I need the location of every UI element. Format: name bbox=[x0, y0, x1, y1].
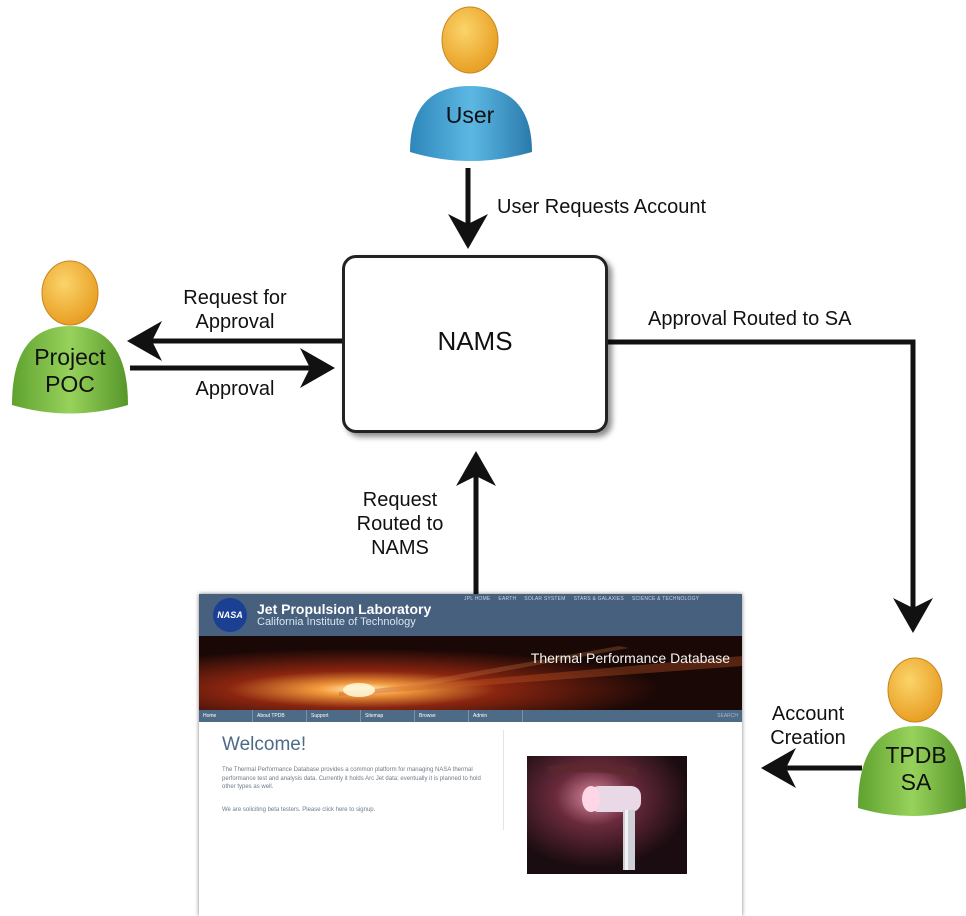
top-link-jpl-home[interactable]: JPL HOME bbox=[464, 596, 491, 602]
nav-support[interactable]: Support bbox=[307, 710, 361, 722]
tpdb-sa-actor-figure bbox=[858, 657, 966, 816]
flow-label-user-requests: User Requests Account bbox=[497, 196, 706, 218]
tpdb-sa-label: TPDB SA bbox=[866, 742, 966, 796]
banner-arcjet-image bbox=[199, 636, 742, 710]
site-org-subtitle: California Institute of Technology bbox=[257, 616, 416, 628]
nav-about-tpdb[interactable]: About TPDB bbox=[253, 710, 307, 722]
site-navbar: Home About TPDB Support Sitemap Browse A… bbox=[199, 710, 742, 722]
flow-label-request-routed: Request Routed to NAMS bbox=[340, 488, 460, 560]
flow-label-request-routed-line2: Routed to bbox=[356, 513, 444, 535]
flow-label-approval: Approval bbox=[195, 378, 275, 400]
top-link-earth[interactable]: EARTH bbox=[498, 596, 517, 602]
site-banner-title: Thermal Performance Database bbox=[530, 650, 730, 666]
top-link-stars-galaxies[interactable]: STARS & GALAXIES bbox=[573, 596, 624, 602]
user-body bbox=[410, 86, 532, 161]
tpdb-sa-label-line1: TPDB bbox=[885, 742, 947, 768]
tpdb-sa-label-line2: SA bbox=[900, 769, 932, 795]
nav-home[interactable]: Home bbox=[199, 710, 253, 722]
flow-label-account-creation: Account Creation bbox=[750, 702, 866, 750]
poc-head bbox=[41, 260, 99, 326]
site-banner: Thermal Performance Database bbox=[199, 636, 742, 710]
project-poc-label-line2: POC bbox=[45, 371, 95, 397]
sa-head bbox=[887, 657, 943, 723]
nav-admin[interactable]: Admin bbox=[469, 710, 523, 722]
poc-body bbox=[12, 326, 128, 414]
top-link-solar-system[interactable]: SOLAR SYSTEM bbox=[524, 596, 566, 602]
flow-label-account-creation-line1: Account bbox=[771, 703, 845, 725]
flow-label-request-routed-line1: Request bbox=[362, 489, 438, 511]
flow-label-request-for-approval: Request for Approval bbox=[160, 286, 310, 334]
arcjet-photo-graphic bbox=[527, 756, 687, 874]
tpdb-website-screenshot: NASA Jet Propulsion Laboratory Californi… bbox=[199, 594, 742, 916]
nams-system-box: NAMS bbox=[342, 255, 608, 433]
project-poc-label: Project POC bbox=[20, 344, 120, 398]
project-poc-label-line1: Project bbox=[34, 344, 106, 370]
project-poc-actor-figure bbox=[12, 260, 128, 414]
flow-label-account-creation-line2: Creation bbox=[770, 727, 846, 749]
site-top-links: JPL HOME EARTH SOLAR SYSTEM STARS & GALA… bbox=[464, 596, 699, 602]
flow-label-request-for-approval-line1: Request for bbox=[183, 287, 287, 309]
flow-label-approval-routed: Approval Routed to SA bbox=[648, 308, 852, 330]
nav-search[interactable]: SEARCH bbox=[717, 713, 738, 719]
site-header: NASA Jet Propulsion Laboratory Californi… bbox=[199, 594, 742, 636]
welcome-heading: Welcome! bbox=[222, 734, 307, 755]
top-link-science-technology[interactable]: SCIENCE & TECHNOLOGY bbox=[631, 596, 700, 602]
nams-label: NAMS bbox=[437, 326, 513, 356]
site-org-title: Jet Propulsion Laboratory bbox=[257, 601, 432, 617]
user-actor-figure bbox=[410, 6, 532, 161]
nasa-logo: NASA bbox=[213, 598, 247, 632]
flow-label-request-routed-line3: NAMS bbox=[371, 537, 429, 559]
nav-browse[interactable]: Browse bbox=[415, 710, 469, 722]
arrow-nams-to-sa bbox=[608, 339, 933, 633]
flow-label-request-for-approval-line2: Approval bbox=[195, 311, 275, 333]
arcjet-test-photo bbox=[527, 756, 687, 874]
user-head bbox=[441, 6, 499, 74]
sa-body bbox=[858, 726, 966, 816]
content-divider bbox=[503, 730, 504, 830]
user-label: User bbox=[445, 102, 495, 128]
beta-signup-text[interactable]: We are soliciting beta testers. Please c… bbox=[222, 807, 376, 813]
welcome-text: The Thermal Performance Database provide… bbox=[222, 767, 481, 790]
nav-sitemap[interactable]: Sitemap bbox=[361, 710, 415, 722]
